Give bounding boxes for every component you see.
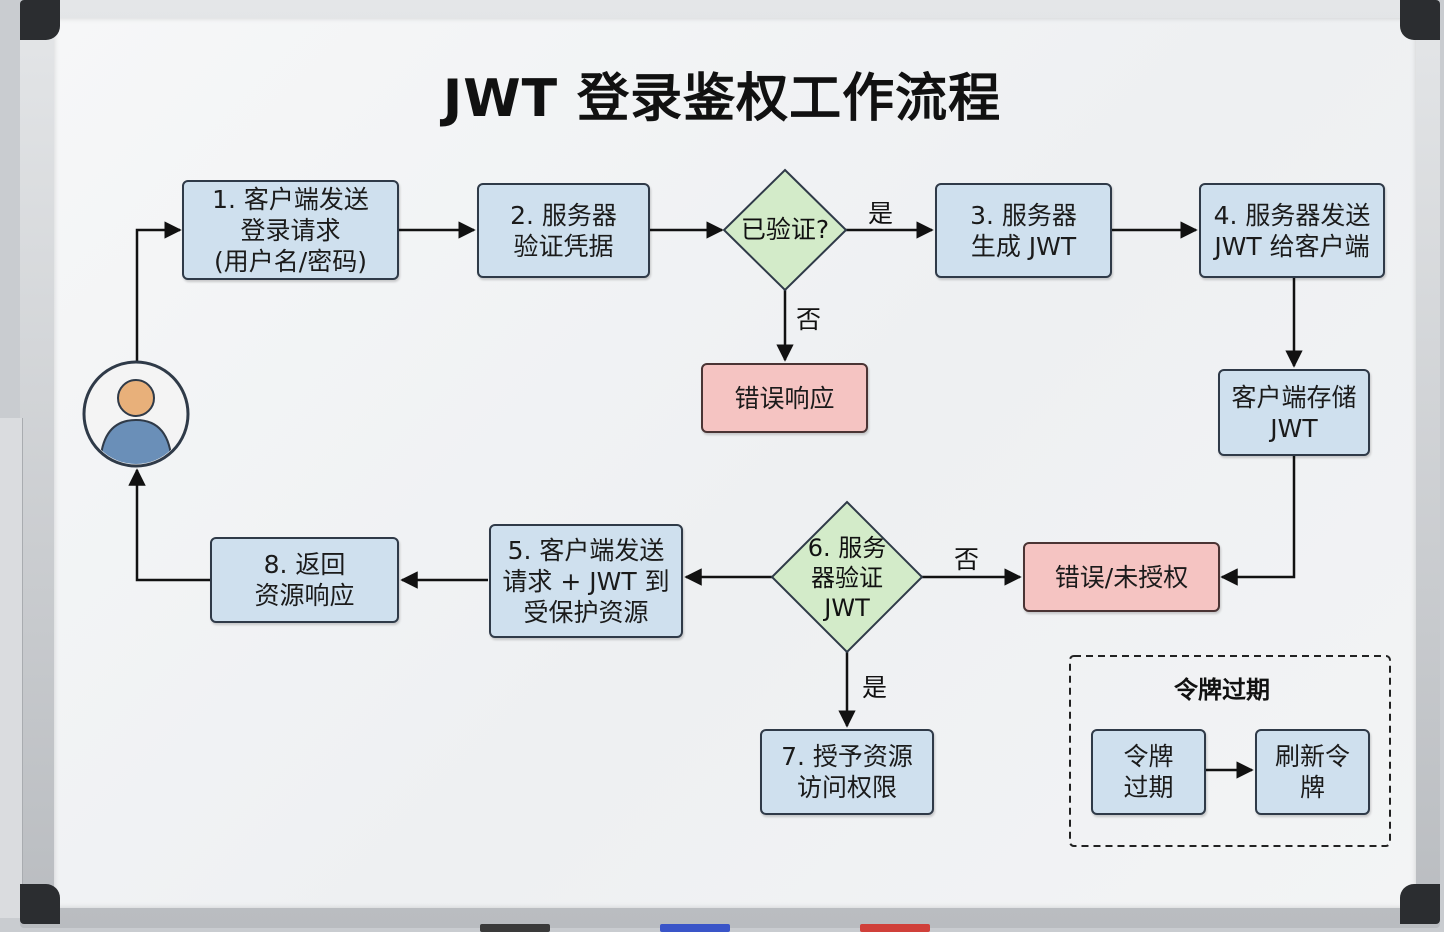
edge-label-no: 否 [954, 545, 980, 574]
arrow-s8-user [128, 468, 210, 582]
decision-verify-jwt-label: 6. 服务 器验证 JWT [807, 534, 887, 622]
marker [660, 924, 730, 932]
marker-tray [0, 418, 23, 918]
edge-label-no: 否 [796, 305, 822, 334]
frame-corner [1400, 884, 1440, 924]
step-server-verify-credentials: 2. 服务器 验证凭据 [477, 183, 650, 278]
step-return-resource-response: 8. 返回 资源响应 [210, 537, 399, 623]
frame-corner [20, 884, 60, 924]
decision-verify-jwt [770, 500, 924, 654]
decision-verified [722, 168, 848, 292]
edge-label-yes: 是 [862, 673, 888, 702]
arrow-user-s1 [135, 221, 182, 362]
decision-verified-label: 已验证? [740, 215, 830, 244]
step-client-send-request-jwt: 5. 客户端发送 请求 + JWT 到 受保护资源 [489, 524, 683, 638]
marker [480, 924, 550, 932]
user-icon [82, 360, 190, 468]
step-client-login-request: 1. 客户端发送 登录请求 (用户名/密码) [182, 180, 399, 280]
error-response: 错误响应 [701, 363, 868, 433]
marker [860, 924, 930, 932]
edge-label-yes: 是 [868, 199, 894, 228]
diagram-title: JWT 登录鉴权工作流程 [442, 69, 1002, 129]
frame-corner [1400, 0, 1440, 40]
legend-title: 令牌过期 [1174, 676, 1270, 704]
legend-refresh-token: 刷新令 牌 [1255, 729, 1370, 815]
legend-token-expired: 令牌 过期 [1091, 729, 1206, 815]
frame-corner [20, 0, 60, 40]
step-client-store-jwt: 客户端存储 JWT [1218, 369, 1370, 456]
arrow-store-e2 [1220, 456, 1296, 586]
step-grant-access: 7. 授予资源 访问权限 [760, 729, 934, 815]
legend-frame [1069, 655, 1391, 847]
step-server-send-jwt: 4. 服务器发送 JWT 给客户端 [1199, 183, 1385, 278]
step-server-generate-jwt: 3. 服务器 生成 JWT [935, 183, 1112, 278]
error-unauthorized: 错误/未授权 [1023, 542, 1220, 612]
